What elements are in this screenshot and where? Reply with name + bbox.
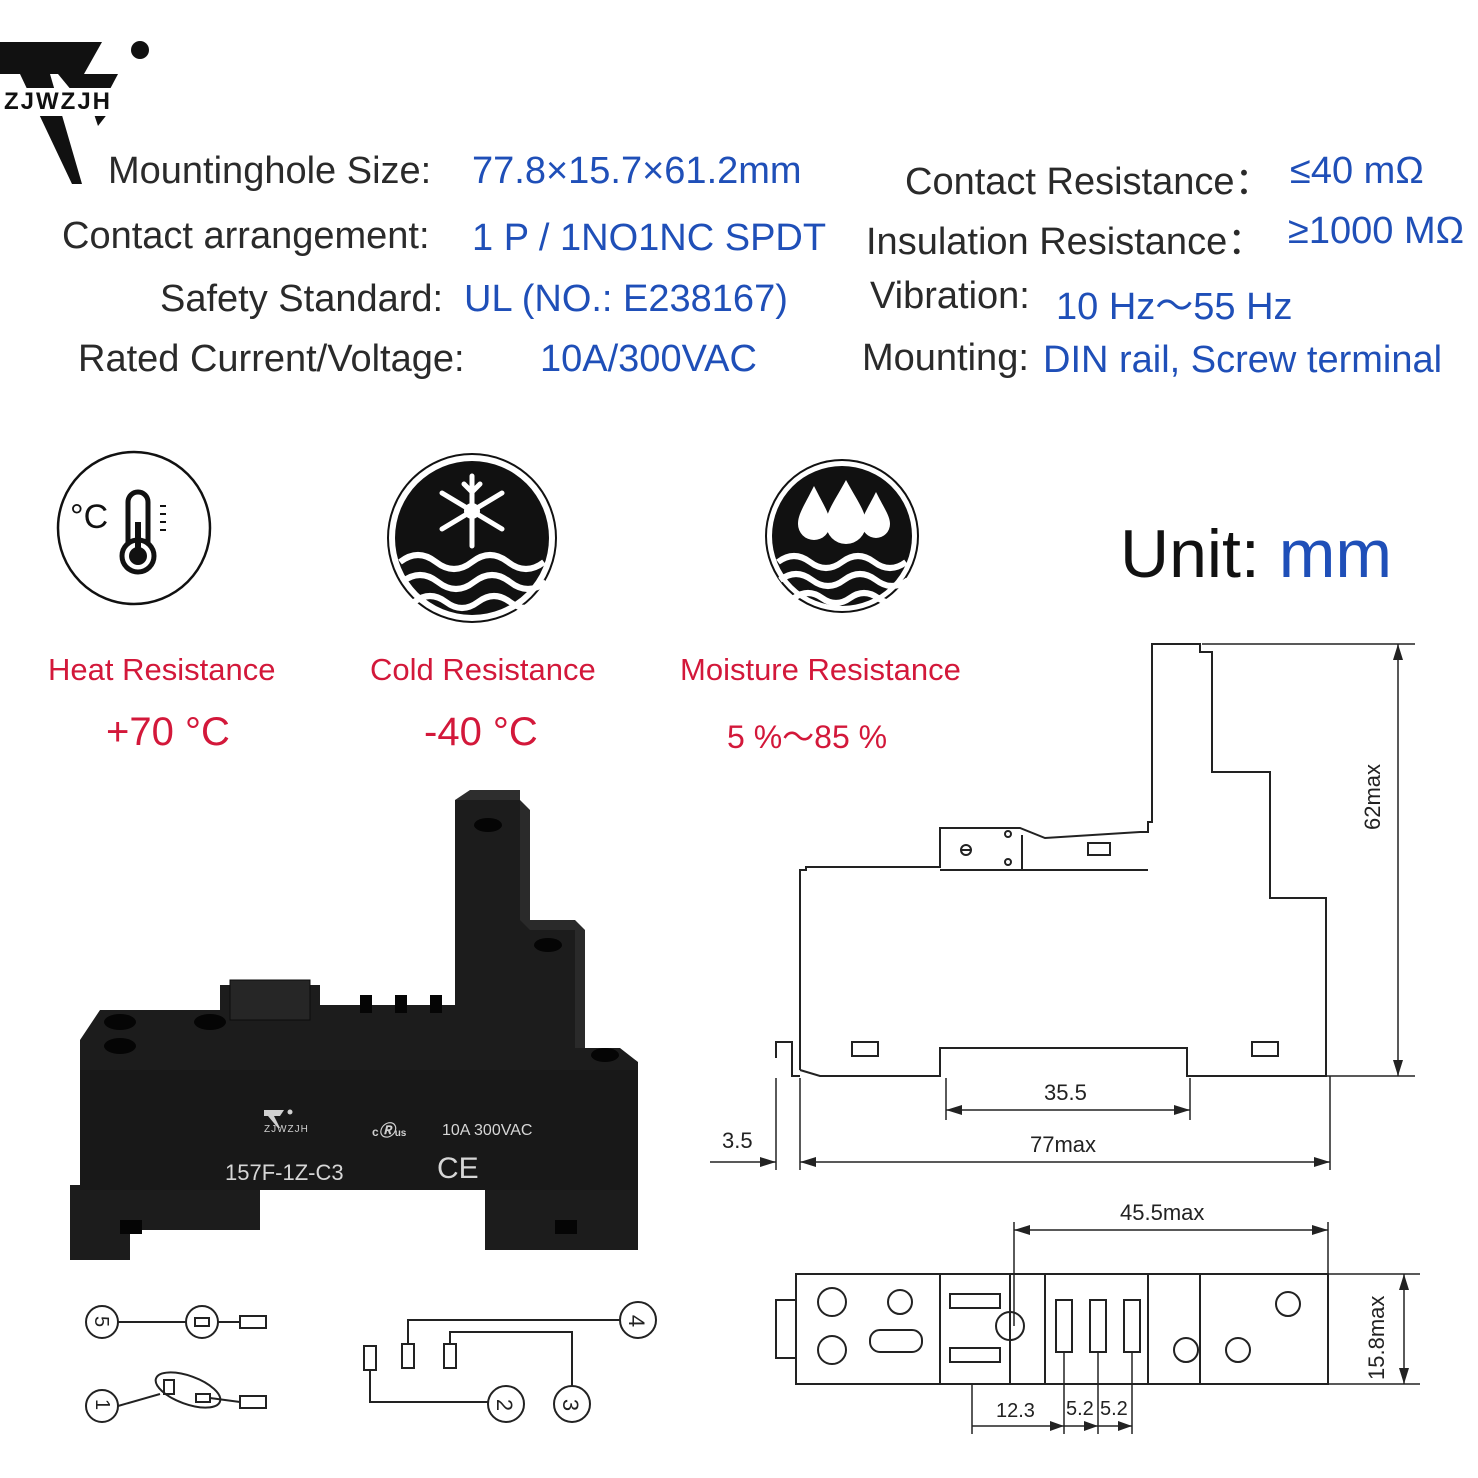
product-rating: 10A 300VAC	[442, 1122, 533, 1139]
spec-label-mounting-hole: Mountinghole Size:	[108, 150, 432, 192]
feature-title-heat: Heat Resistance	[48, 652, 276, 687]
dim-top-width: 45.5max	[1120, 1200, 1205, 1225]
spec-value-mounting: DIN rail, Screw terminal	[1043, 339, 1443, 381]
spec-label-contact-resistance: Contact Resistance：	[905, 161, 1273, 203]
snowflake-icon	[386, 452, 558, 629]
spec-label-rated-current-voltage: Rated Current/Voltage:	[78, 338, 465, 380]
dim-length: 77max	[1030, 1132, 1097, 1157]
feature-value-heat: +70 °C	[106, 710, 230, 754]
unit-value: mm	[1278, 516, 1393, 592]
top-view-drawing	[760, 1200, 1460, 1470]
water-drops-icon	[764, 458, 920, 619]
relay-socket-product	[60, 790, 650, 1260]
unit-label: Unit: mm	[1120, 515, 1392, 593]
product-brand-mark	[264, 1108, 294, 1133]
spec-label-insulation-resistance: Insulation Resistance：	[866, 221, 1266, 263]
spec-value-contact-resistance: ≤40 mΩ	[1290, 150, 1424, 192]
feature-title-moisture: Moisture Resistance	[680, 652, 961, 687]
side-view-drawing	[700, 630, 1460, 1180]
product-model: 157F-1Z-C3	[225, 1160, 344, 1185]
dim-depth: 15.8max	[1364, 1295, 1389, 1380]
thermometer-icon: °C	[56, 450, 212, 611]
product-ul-mark: cⓇus	[372, 1123, 407, 1140]
pin-label-4: 4	[624, 1314, 650, 1328]
wiring-diagram-coil	[80, 1298, 280, 1438]
pin-label-2: 2	[492, 1398, 518, 1412]
pin-label-1: 1	[91, 1398, 114, 1411]
feature-value-cold: -40 °C	[424, 710, 538, 754]
svg-text:°C: °C	[70, 498, 108, 536]
spec-label-safety-standard: Safety Standard:	[160, 278, 444, 320]
unit-label-text: Unit:	[1120, 516, 1260, 592]
product-ul-us: us	[394, 1128, 407, 1139]
spec-value-mounting-hole: 77.8×15.7×61.2mm	[472, 150, 802, 192]
dim-pitch-a: 12.3	[996, 1400, 1035, 1422]
dim-height: 62max	[1360, 763, 1385, 830]
spec-value-rated-current-voltage: 10A/300VAC	[540, 338, 757, 380]
spec-label-vibration: Vibration:	[870, 275, 1030, 317]
spec-value-contact-arrangement: 1 P / 1NO1NC SPDT	[472, 217, 827, 259]
pin-label-3: 3	[558, 1398, 584, 1412]
feature-value-moisture: 5 %～85 %	[727, 719, 888, 755]
dim-pitch-c: 5.2	[1100, 1398, 1128, 1420]
spec-value-vibration: 10 Hz～55 Hz	[1056, 286, 1293, 328]
brand-name: ZJWZJH	[2, 88, 114, 116]
wiring-diagram-contacts	[354, 1296, 674, 1436]
product-ul-c: c	[372, 1125, 379, 1139]
spec-label-mounting: Mounting:	[862, 337, 1029, 379]
product-ce-mark: CE	[437, 1152, 479, 1185]
dim-din-width: 35.5	[1044, 1080, 1087, 1105]
spec-value-safety-standard: UL (NO.: E238167)	[464, 278, 788, 320]
spec-value-insulation-resistance: ≥1000 MΩ	[1288, 210, 1465, 252]
dim-offset: 3.5	[722, 1128, 753, 1153]
feature-title-cold: Cold Resistance	[370, 652, 596, 687]
dim-pitch-b: 5.2	[1066, 1398, 1094, 1420]
pin-label-5: 5	[90, 1315, 113, 1328]
product-brand-text: ZJWZJH	[264, 1124, 309, 1135]
spec-label-contact-arrangement: Contact arrangement:	[62, 215, 430, 257]
